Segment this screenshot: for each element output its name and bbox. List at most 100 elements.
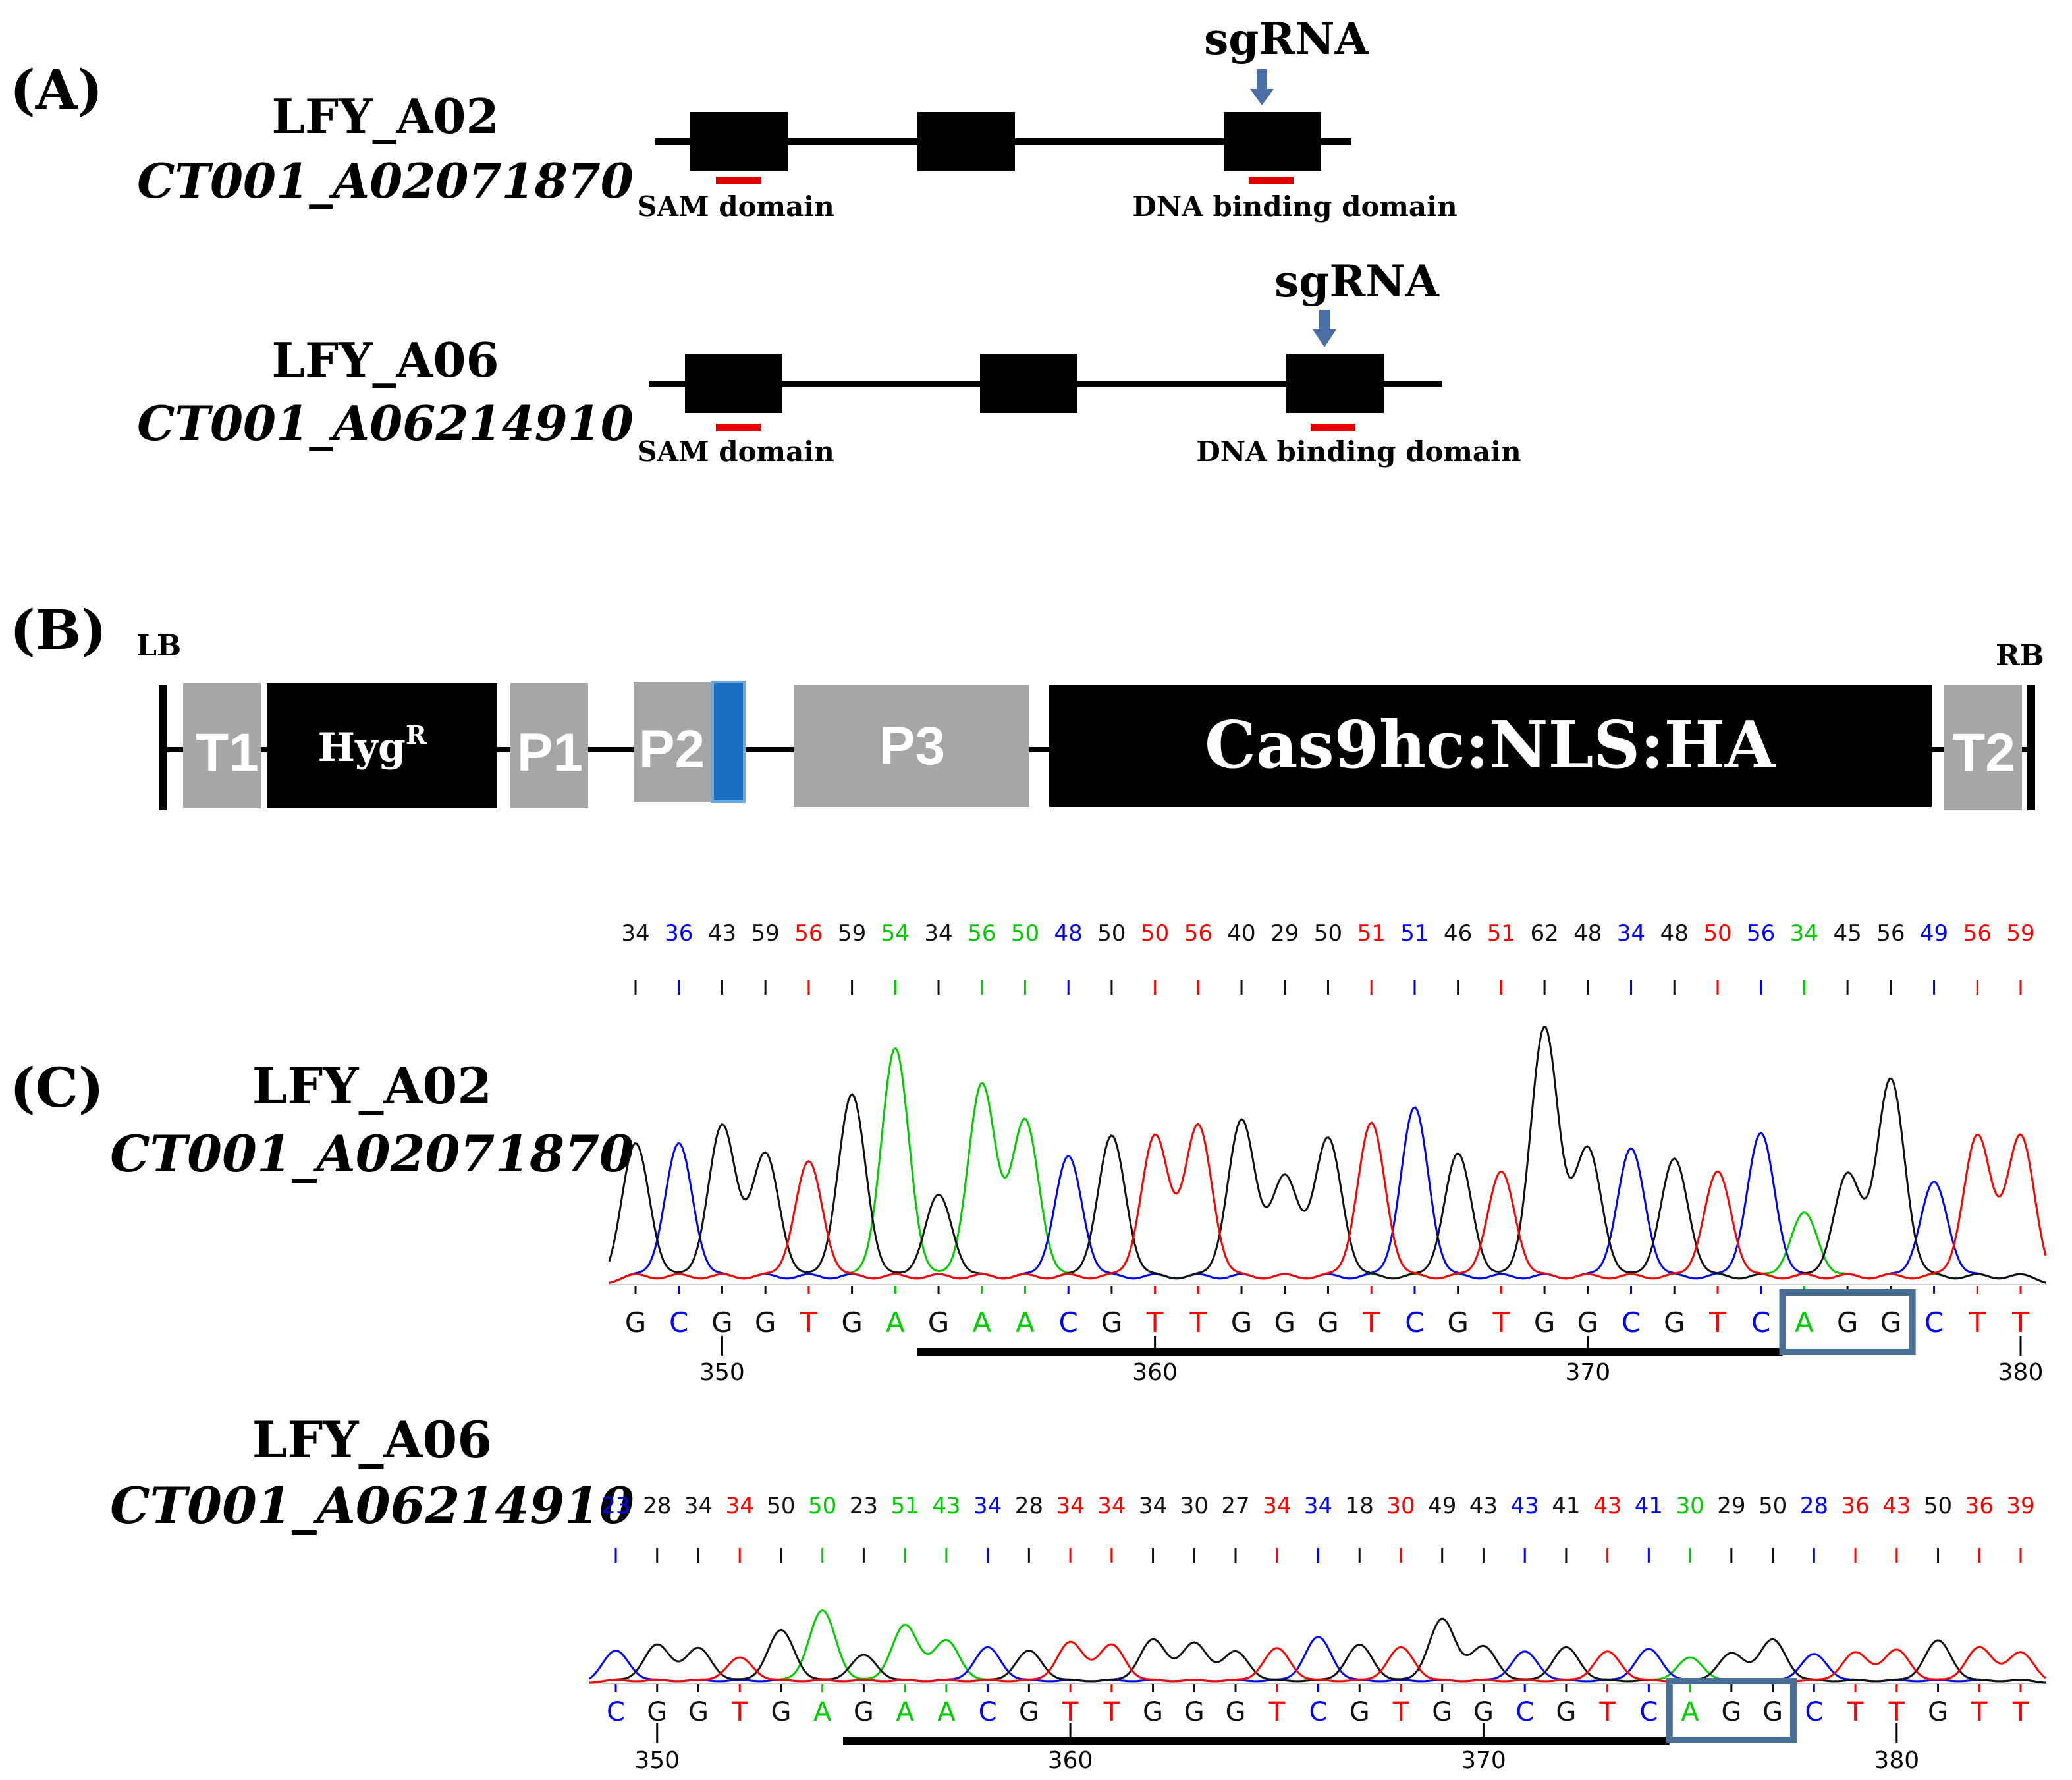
quality-value: 43 xyxy=(1469,1493,1498,1519)
quality-value: 50 xyxy=(1011,920,1039,947)
position-label: 360 xyxy=(1048,1747,1093,1774)
quality-value: 28 xyxy=(1800,1493,1828,1519)
quality-value: 34 xyxy=(973,1493,1002,1519)
base-call: C xyxy=(607,1697,625,1727)
dna-binding-domain-label: DNA binding domain xyxy=(1196,435,1521,468)
quality-value: 51 xyxy=(1357,920,1386,947)
base-call: G xyxy=(771,1697,791,1727)
base-call: G xyxy=(1274,1306,1296,1339)
quality-value: 43 xyxy=(932,1493,960,1519)
base-call: G xyxy=(1226,1697,1246,1727)
base-call: T xyxy=(1362,1306,1380,1339)
sgrna-insert-block xyxy=(711,681,746,803)
base-call: G xyxy=(1143,1697,1163,1727)
quality-value: 28 xyxy=(643,1493,671,1519)
quality-value: 40 xyxy=(1227,920,1255,947)
base-call: T xyxy=(1598,1697,1616,1727)
base-call: G xyxy=(688,1697,709,1727)
sam-domain-bar xyxy=(716,177,761,184)
base-call: T xyxy=(1062,1697,1079,1727)
cas9-block xyxy=(1049,685,1932,807)
base-call: C xyxy=(1405,1306,1424,1339)
sgrna-arrow-icon xyxy=(1250,69,1274,105)
quality-value: 56 xyxy=(1876,920,1905,947)
panel-a-label: (A) xyxy=(10,59,103,122)
base-call: T xyxy=(1847,1697,1864,1727)
exon-1 xyxy=(690,112,788,171)
hygr-block xyxy=(267,683,497,808)
gene-diagram-a06: LFY_A06 CT001_A06214910 SAM domain DNA b… xyxy=(137,256,1521,468)
base-call: G xyxy=(1350,1697,1370,1727)
base-call: T xyxy=(1888,1697,1905,1727)
trace-A-channel xyxy=(609,1047,2046,1284)
quality-value: 29 xyxy=(1270,920,1299,947)
sgrna-target-underline xyxy=(843,1737,1670,1745)
quality-value: 34 xyxy=(1263,1493,1291,1519)
gene-diagram-a02: LFY_A02 CT001_A02071870 SAM domain DNA b… xyxy=(137,13,1458,223)
quality-value: 56 xyxy=(1963,920,1992,947)
quality-value: 48 xyxy=(1573,920,1602,947)
base-call: T xyxy=(1189,1306,1207,1339)
t1-label: T1 xyxy=(196,723,259,783)
quality-value: 59 xyxy=(838,920,866,947)
quality-value: 36 xyxy=(1841,1493,1869,1519)
p1-label: P1 xyxy=(517,723,583,783)
lb-label: LB xyxy=(136,629,181,663)
base-call: G xyxy=(755,1306,777,1339)
exon-3 xyxy=(1224,112,1321,171)
quality-value: 34 xyxy=(1056,1493,1084,1519)
position-label: 370 xyxy=(1461,1747,1506,1774)
base-call: G xyxy=(1432,1697,1452,1727)
base-call: C xyxy=(979,1697,997,1727)
quality-value: 34 xyxy=(1139,1493,1167,1519)
quality-value: 50 xyxy=(767,1493,795,1519)
quality-value: 29 xyxy=(1717,1493,1745,1519)
base-call: G xyxy=(1317,1306,1339,1339)
base-call: C xyxy=(1059,1306,1078,1339)
quality-value: 48 xyxy=(1054,920,1083,947)
quality-value: 18 xyxy=(1346,1493,1374,1519)
quality-value: 50 xyxy=(1141,920,1169,947)
base-call: C xyxy=(1639,1697,1658,1727)
base-call: T xyxy=(1968,1306,1986,1339)
pam-box xyxy=(1666,1678,1797,1743)
base-call: G xyxy=(1762,1697,1783,1727)
exon-3 xyxy=(1286,354,1384,413)
panel-b-label: (B) xyxy=(10,599,107,662)
base-call: C xyxy=(1309,1697,1328,1727)
base-call: G xyxy=(1721,1697,1741,1727)
position-label: 360 xyxy=(1132,1359,1178,1386)
base-call: T xyxy=(1268,1697,1286,1727)
quality-value: 36 xyxy=(1965,1493,1994,1519)
base-call: A xyxy=(886,1306,905,1339)
p2-block xyxy=(634,682,713,802)
quality-value: 50 xyxy=(1097,920,1126,947)
quality-value: 39 xyxy=(2006,1493,2034,1519)
base-call: A xyxy=(1795,1306,1814,1339)
position-label: 350 xyxy=(634,1747,680,1774)
quality-value: 34 xyxy=(1790,920,1818,947)
quality-value: 27 xyxy=(1221,1493,1249,1519)
base-call: T xyxy=(1146,1306,1164,1339)
quality-value: 49 xyxy=(1428,1493,1456,1519)
base-call: G xyxy=(1534,1306,1556,1339)
panel-c: (C) LFY_A02 CT001_A02071870 LFY_A06 CT00… xyxy=(10,920,2047,1774)
trace-2-gene-name: LFY_A06 xyxy=(252,1410,492,1469)
trace-1-gene-name: LFY_A02 xyxy=(252,1057,492,1115)
panel-a: (A) LFY_A02 CT001_A02071870 SAM domain D… xyxy=(10,13,1521,468)
trace-A-channel xyxy=(589,1609,2046,1684)
base-call: G xyxy=(1837,1306,1859,1339)
base-call: G xyxy=(854,1697,874,1727)
right-border xyxy=(2027,685,2035,810)
quality-value: 51 xyxy=(1487,920,1515,947)
quality-value: 50 xyxy=(1314,920,1342,947)
base-call: A xyxy=(896,1697,914,1727)
base-call: C xyxy=(1622,1306,1641,1339)
quality-value: 30 xyxy=(1180,1493,1209,1519)
base-call: C xyxy=(1924,1306,1944,1339)
quality-value: 23 xyxy=(601,1493,630,1519)
base-call: T xyxy=(800,1306,817,1339)
quality-value: 43 xyxy=(1593,1493,1622,1519)
quality-value: 50 xyxy=(808,1493,836,1519)
